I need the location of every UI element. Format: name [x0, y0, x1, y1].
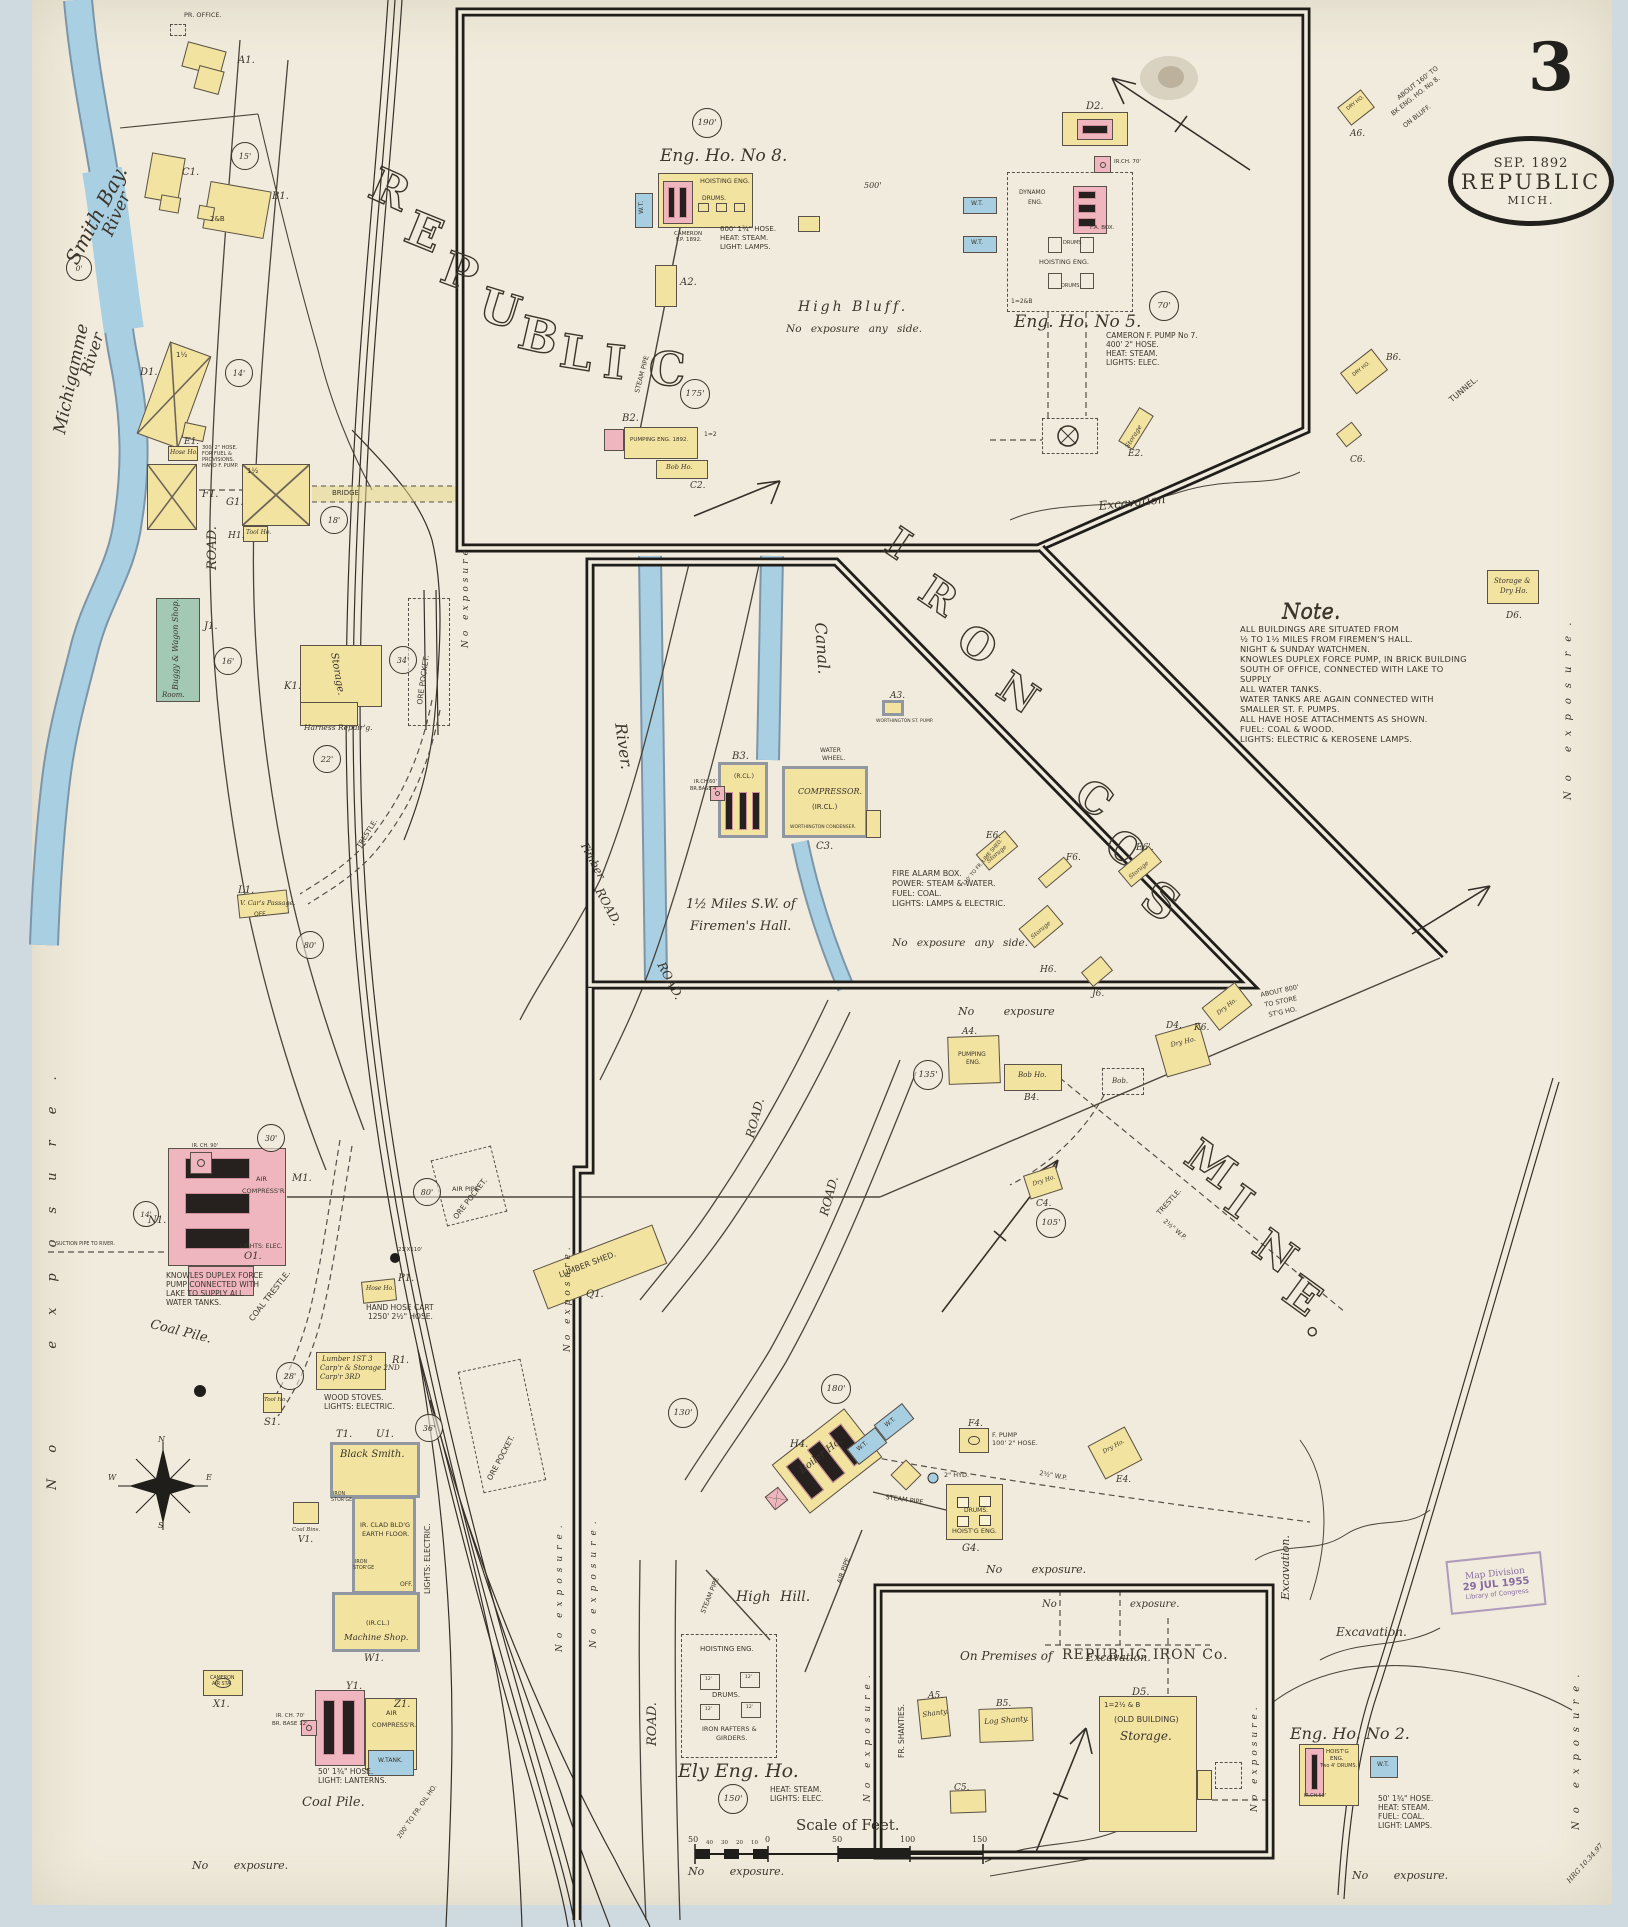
compass-rose: [118, 1442, 208, 1530]
mine-title-letter: O: [1096, 818, 1154, 879]
mine-title-letter: P: [434, 241, 485, 304]
mine-title-letter: O: [948, 614, 1006, 675]
note-line: ½ TO 1½ MILES FROM FIREMEN'S HALL.: [1240, 634, 1413, 644]
dashed-lines: [48, 312, 1346, 1801]
library-stamp: Map Division 29 JUL 1955 Library of Cong…: [1445, 1551, 1547, 1615]
ink-smudge: [1140, 56, 1198, 100]
roads: [209, 39, 917, 1921]
hydrant-symbol: [927, 1472, 939, 1484]
mine-title-letter: C: [647, 341, 686, 397]
sheet-number: 3: [1528, 28, 1574, 106]
mine-title-letter: N: [988, 662, 1047, 724]
title-date: SEP. 1892: [1493, 155, 1569, 171]
mine-title-letter: I: [876, 518, 920, 570]
district-borders: [455, 7, 1449, 1920]
mine-title-letter: M: [1176, 1130, 1245, 1200]
mine-title-letter: L: [556, 324, 596, 382]
note-line: WATER TANKS ARE AGAIN CONNECTED WITH SMA…: [1240, 694, 1434, 714]
tree-dot: [390, 1253, 400, 1263]
note-line: NIGHT & SUNDAY WATCHMEN.: [1240, 644, 1371, 654]
mine-shaft-symbol: [1057, 425, 1079, 447]
excavation-lines: [1009, 471, 1441, 1661]
mine-title-letter: I: [601, 334, 628, 390]
note-title: Note.: [1282, 600, 1341, 624]
note-line: ALL HAVE HOSE ATTACHMENTS AS SHOWN.: [1240, 714, 1428, 724]
tree-dot: [194, 1385, 206, 1397]
title-state: MICH.: [1507, 193, 1555, 207]
map-paper: [32, 0, 1612, 1905]
ink-smudge: [1158, 66, 1184, 88]
note-line: ALL WATER TANKS.: [1240, 684, 1322, 694]
title-stamp: SEP. 1892 REPUBLIC MICH.: [1448, 136, 1614, 226]
note-line: ALL BUILDINGS ARE SITUATED FROM: [1240, 624, 1399, 634]
mine-title-letter: R: [910, 566, 967, 627]
note-line: LIGHTS: ELECTRIC & KEROSENE LAMPS.: [1240, 734, 1413, 744]
bridge: [312, 486, 460, 502]
mine-title-letter: E: [398, 200, 451, 263]
canal: [638, 555, 855, 992]
railroad-tracks: [345, 0, 1560, 1927]
note-line: FUEL: COAL & WOOD.: [1240, 724, 1335, 734]
title-city: REPUBLIC: [1460, 169, 1602, 194]
mine-title-letter: B: [514, 305, 564, 366]
michigamme-river: [29, 0, 149, 946]
scale-bar: [694, 1844, 984, 1864]
pipes: [287, 227, 1441, 1673]
mine-title-letter: C: [1066, 768, 1122, 827]
note-line: SOUTH OF OFFICE, CONNECTED WITH LAKE TO …: [1240, 664, 1444, 684]
mine-title-letter: R: [362, 157, 420, 222]
note-line: KNOWLES DUPLEX FORCE PUMP, IN BRICK BUIL…: [1240, 654, 1467, 664]
